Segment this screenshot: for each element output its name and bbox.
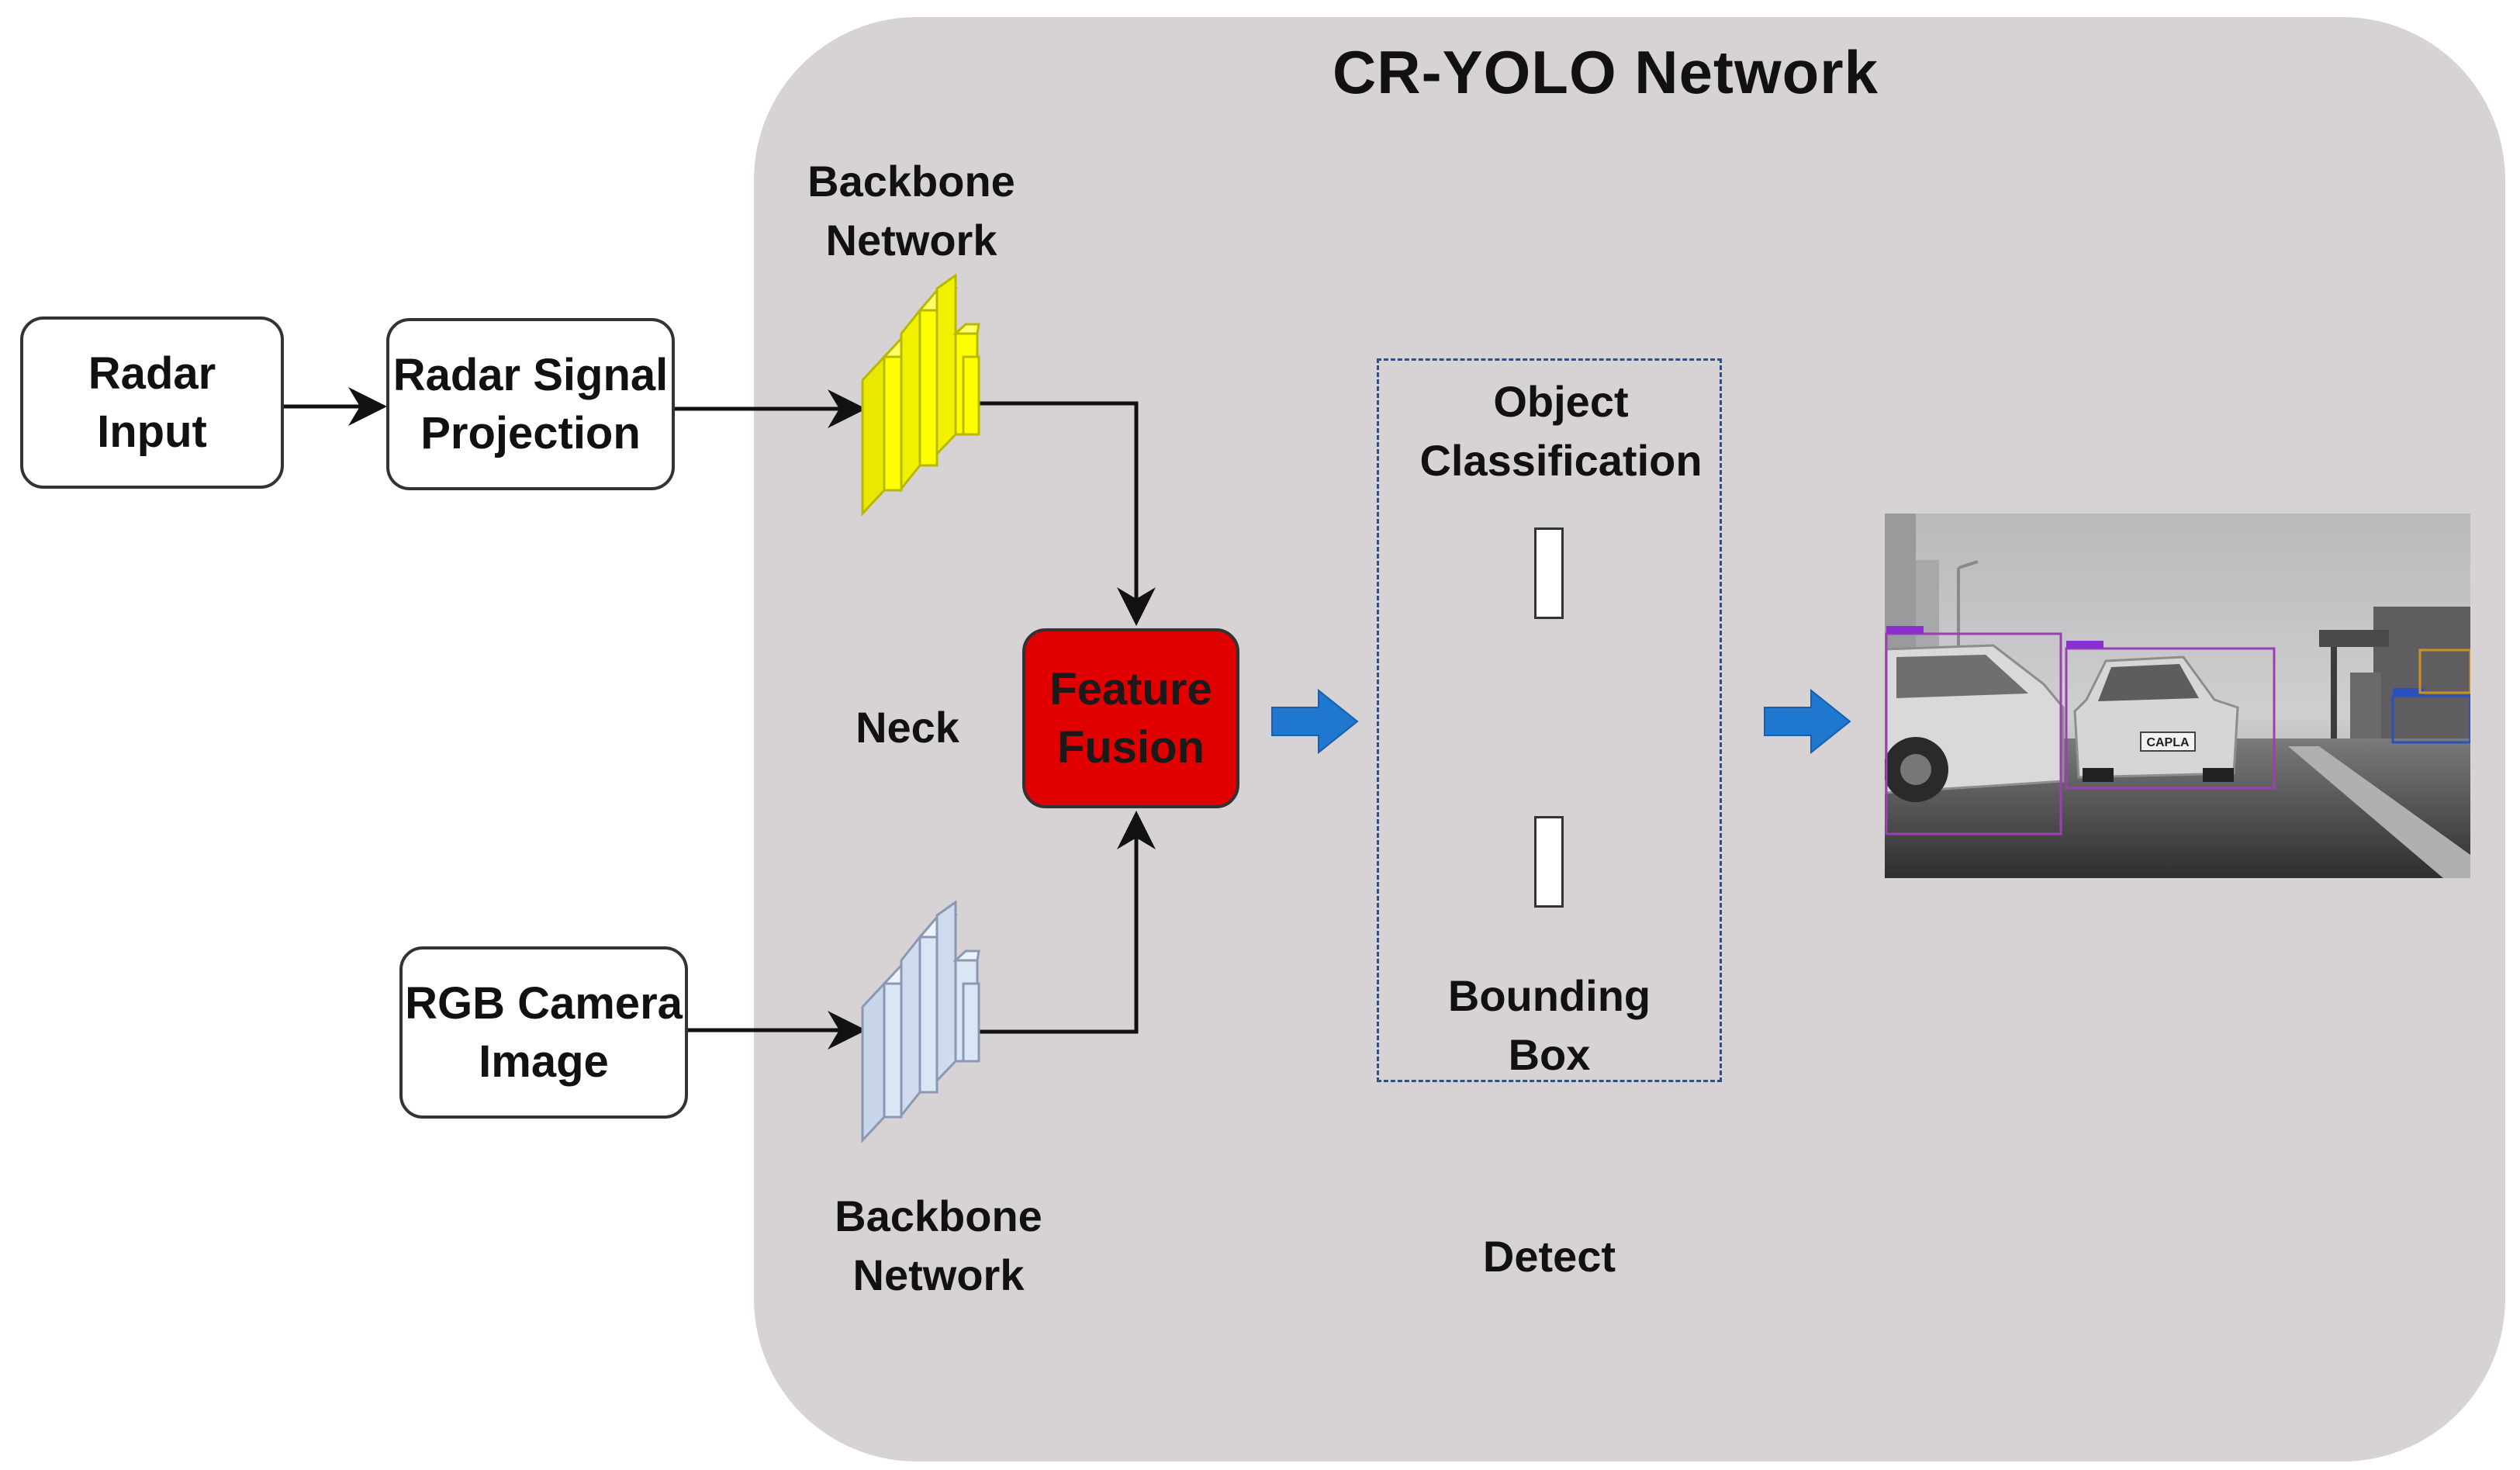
arrow-camera-backbone-to-fusion <box>979 811 1156 1034</box>
neck-label: Neck <box>856 703 959 752</box>
fusion-line1: Feature <box>1049 663 1212 714</box>
diagram-title: CR-YOLO Network <box>1332 38 1879 106</box>
detection-box-left-car <box>1885 632 2062 835</box>
detect-head-frame <box>1377 358 1722 1082</box>
classification-line1: Object <box>1493 377 1629 426</box>
camera-backbone-icon <box>861 900 980 1143</box>
backbone-top-line1: Backbone <box>807 157 1015 206</box>
fusion-line2: Fusion <box>1056 722 1205 773</box>
backbone-top-line2: Network <box>825 215 997 265</box>
flow-arrow-to-detect <box>1271 688 1359 755</box>
foggy-road-scene: CAPLA <box>1885 514 2470 878</box>
radar-projection-line2: Projection <box>420 408 641 458</box>
detect-label: Detect <box>1482 1232 1616 1281</box>
detection-box-sign <box>2418 649 2470 694</box>
detection-box-pedestrian <box>2391 694 2470 744</box>
bounding-box-line1: Bounding <box>1447 971 1651 1020</box>
backbone-bottom-line1: Backbone <box>835 1192 1042 1240</box>
radar-backbone-icon <box>861 273 980 517</box>
rgb-camera-line2: Image <box>479 1036 609 1087</box>
flow-arrow-to-output <box>1764 688 1851 755</box>
radar-input-line1: Radar <box>88 348 216 399</box>
arrow-radar-backbone-to-fusion <box>979 401 1156 626</box>
radar-input-line2: Input <box>97 406 207 457</box>
radar-projection-line1: Radar Signal <box>392 349 669 400</box>
classification-line2: Classification <box>1419 435 1702 485</box>
plate-text: CAPLA <box>2146 736 2190 749</box>
detection-box-front-car <box>2065 647 2276 790</box>
bounding-box-line2: Box <box>1508 1029 1591 1079</box>
detection-output-image: CAPLA <box>1885 514 2470 878</box>
classification-output-slot <box>1534 527 1564 619</box>
bbox-output-slot <box>1534 816 1564 908</box>
backbone-bottom-line2: Network <box>852 1250 1025 1299</box>
rgb-camera-line1: RGB Camera <box>405 977 683 1029</box>
